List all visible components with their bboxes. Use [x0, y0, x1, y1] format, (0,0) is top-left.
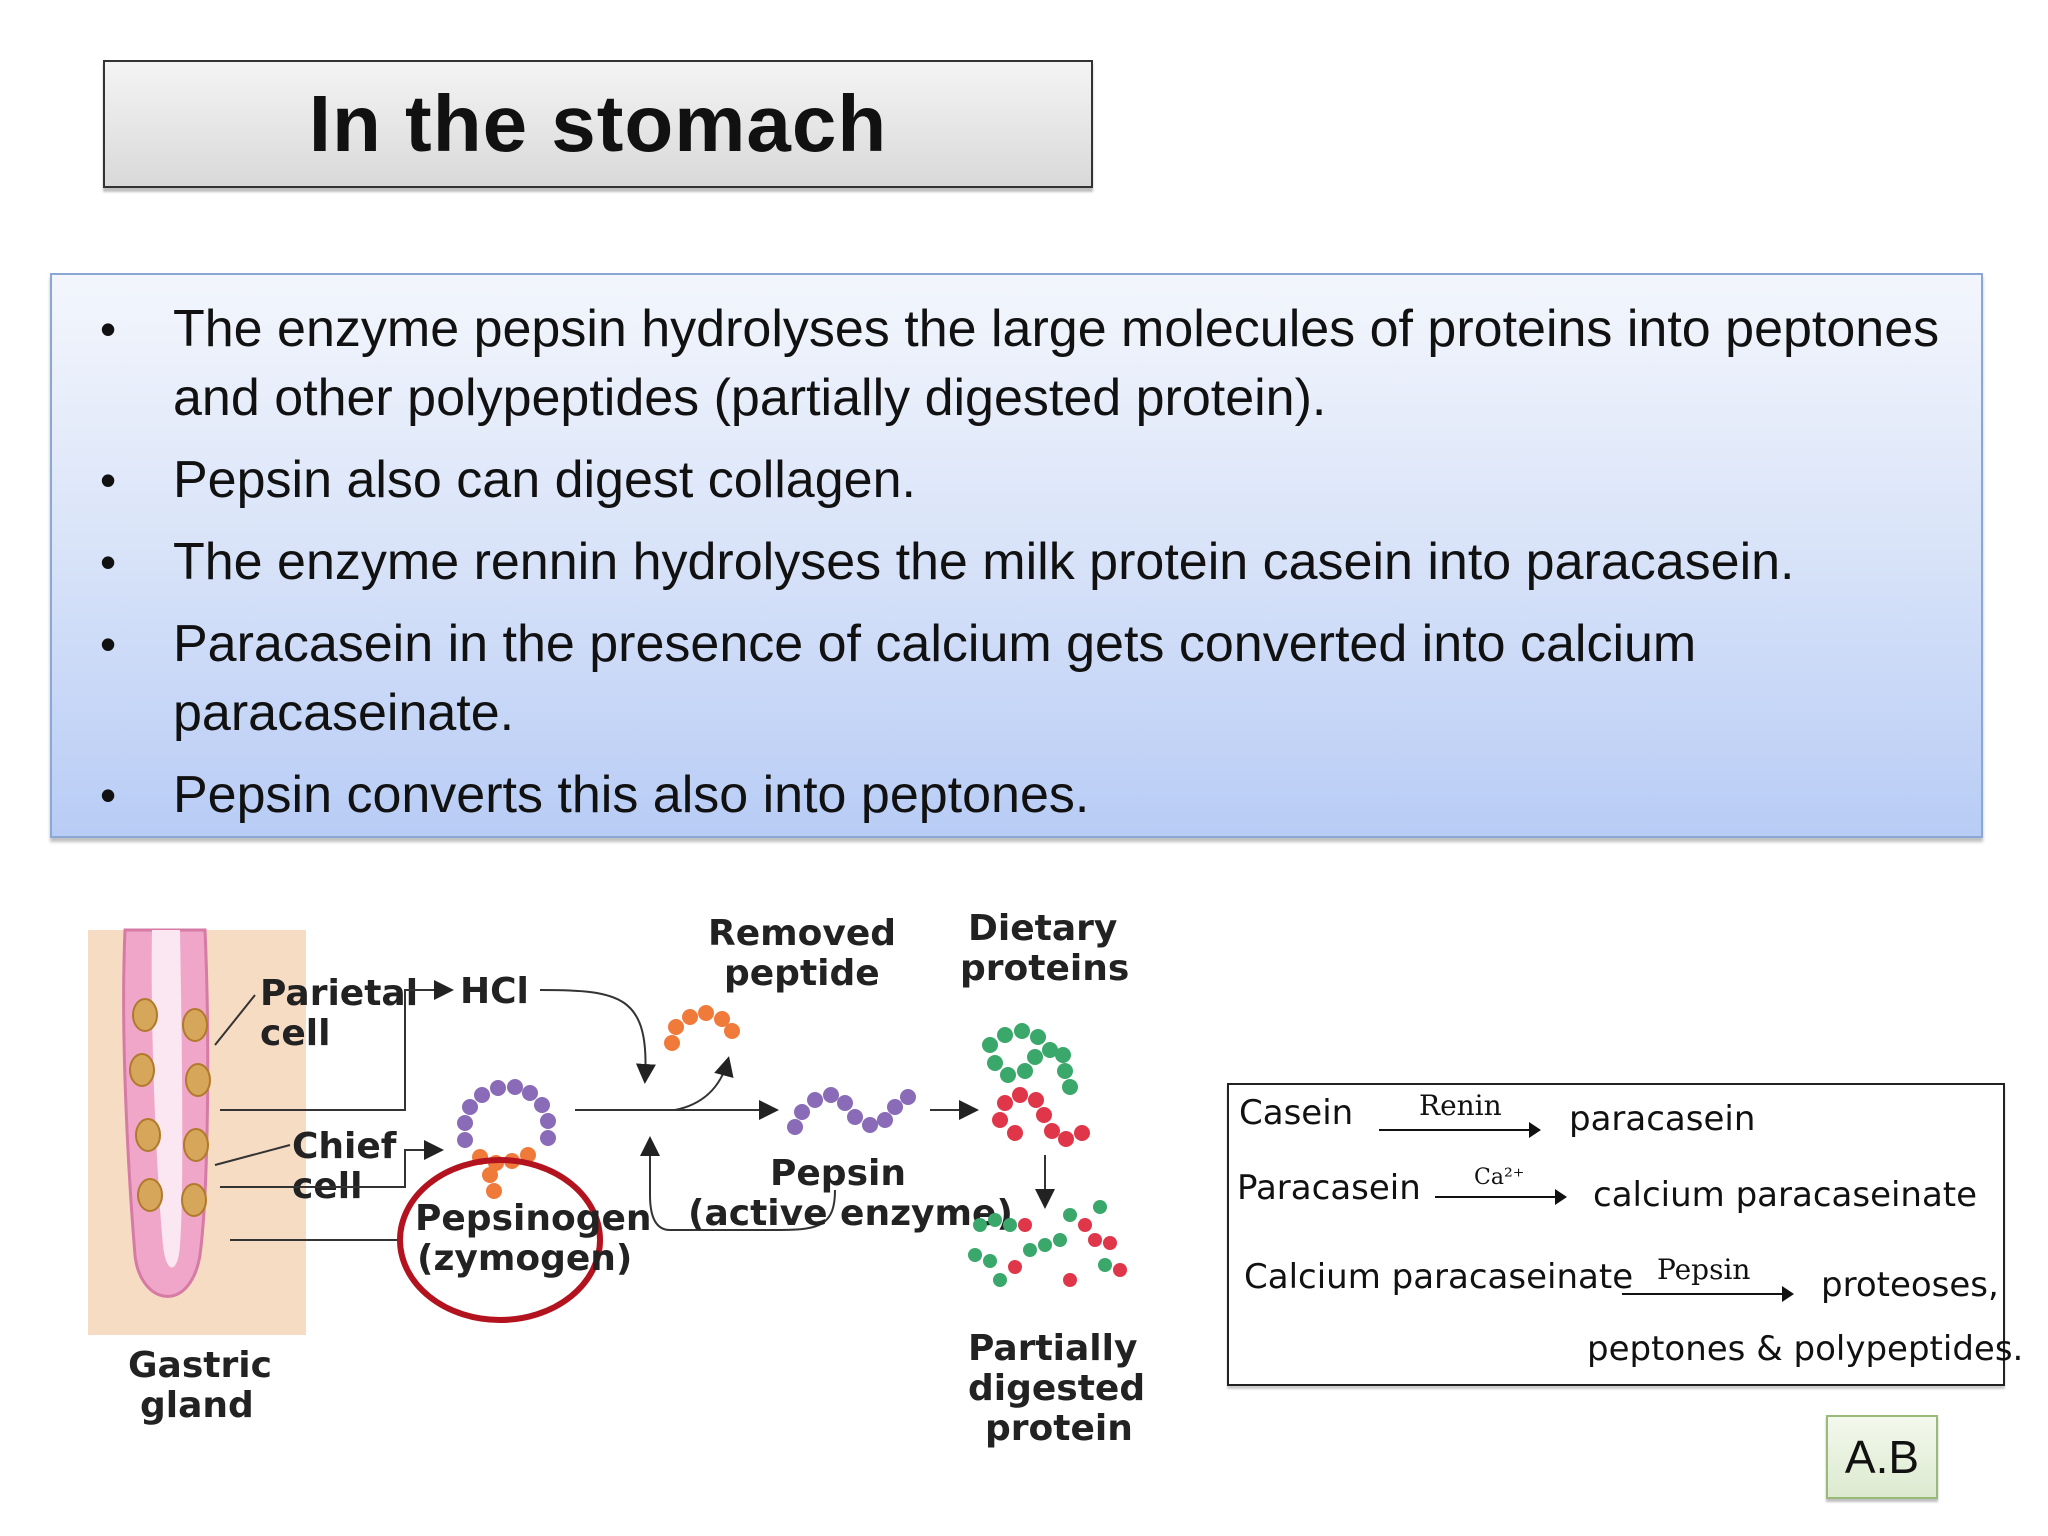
r2-enzyme: Ca²⁺: [1474, 1165, 1525, 1190]
label-dietary-proteins-2: proteins: [960, 948, 1129, 989]
label-active-enzyme: (active enzyme): [688, 1193, 1013, 1234]
pepsin-beads: [787, 1087, 916, 1135]
r1-substrate: Casein: [1239, 1093, 1354, 1133]
bullet-item: • Pepsin also can digest collagen.: [74, 446, 1941, 515]
r3-substrate: Calcium paracaseinate: [1244, 1257, 1634, 1297]
bullet-list-box: • The enzyme pepsin hydrolyses the large …: [50, 273, 1983, 838]
bullet-dot: •: [100, 454, 117, 506]
label-chief-cell: Chief: [292, 1126, 397, 1167]
pepsin-activation-diagram: Parietal cell Chief cell Gastric gland H…: [88, 908, 1145, 1449]
label-zymogen: (zymogen): [417, 1238, 632, 1279]
bullet-text: Pepsin also can digest collagen.: [173, 451, 916, 509]
r3-arrow: [1622, 1286, 1794, 1302]
label-dietary-proteins: Dietary: [968, 908, 1117, 949]
reaction-equations-box: Casein Renin paracasein Paracasein Ca²⁺ …: [1227, 1083, 2023, 1386]
partially-digested-beads: [968, 1200, 1127, 1287]
r2-arrow: [1435, 1189, 1567, 1205]
r3-product-1: proteoses,: [1821, 1265, 1999, 1305]
gland-lumen: [151, 930, 183, 1268]
author-badge: A.B: [1826, 1415, 1938, 1499]
removed-peptide-beads: [664, 1005, 740, 1051]
bullet-item: • Pepsin converts this also into peptones…: [74, 761, 1941, 830]
bullet-list: • The enzyme pepsin hydrolyses the large …: [74, 295, 1941, 830]
title-box: In the stomach: [103, 60, 1093, 188]
bullet-item: • The enzyme rennin hydrolyses the milk p…: [74, 528, 1941, 597]
gastric-gland-illustration: [88, 928, 306, 1335]
label-hcl: HCl: [460, 971, 529, 1012]
bullet-dot: •: [100, 303, 117, 355]
label-partially-digested-3: protein: [985, 1408, 1133, 1449]
bullet-dot: •: [100, 536, 117, 588]
slide-title: In the stomach: [308, 79, 888, 168]
label-parietal-cell-2: cell: [260, 1013, 330, 1054]
r1-product: paracasein: [1569, 1099, 1756, 1139]
label-gastric-gland-2: gland: [140, 1385, 254, 1426]
label-gastric-gland: Gastric: [128, 1345, 272, 1386]
label-parietal-cell: Parietal: [260, 973, 418, 1014]
label-partially-digested-2: digested: [968, 1368, 1145, 1409]
r3-product-2: peptones & polypeptides.: [1587, 1329, 2024, 1369]
bullet-dot: •: [100, 769, 117, 821]
r2-product: calcium paracaseinate: [1593, 1175, 1978, 1215]
r2-substrate: Paracasein: [1237, 1168, 1421, 1208]
r3-enzyme: Pepsin: [1657, 1253, 1751, 1286]
bullet-text: Paracasein in the presence of calcium ge…: [173, 615, 1697, 742]
bullet-text: The enzyme pepsin hydrolyses the large m…: [173, 300, 1940, 427]
bullet-item: • Paracasein in the presence of calcium g…: [74, 610, 1941, 748]
bullet-dot: •: [100, 618, 117, 670]
label-removed-peptide: Removed: [708, 913, 896, 954]
bullet-text: Pepsin converts this also into peptones.: [173, 766, 1090, 824]
dietary-protein-beads-red: [992, 1087, 1090, 1147]
r1-enzyme: Renin: [1419, 1089, 1502, 1122]
bullet-text: The enzyme rennin hydrolyses the milk pr…: [173, 533, 1795, 591]
label-partially-digested: Partially: [968, 1328, 1137, 1369]
pepsinogen-beads: [457, 1079, 556, 1148]
pepsinogen-highlight-circle: [397, 1157, 603, 1323]
label-removed-peptide-2: peptide: [724, 953, 880, 994]
bullet-item: • The enzyme pepsin hydrolyses the large …: [74, 295, 1941, 433]
label-pepsinogen: Pepsinogen: [415, 1198, 652, 1239]
label-pepsin: Pepsin: [770, 1153, 906, 1194]
dietary-protein-beads-green: [982, 1023, 1078, 1095]
r1-arrow: [1379, 1122, 1541, 1138]
